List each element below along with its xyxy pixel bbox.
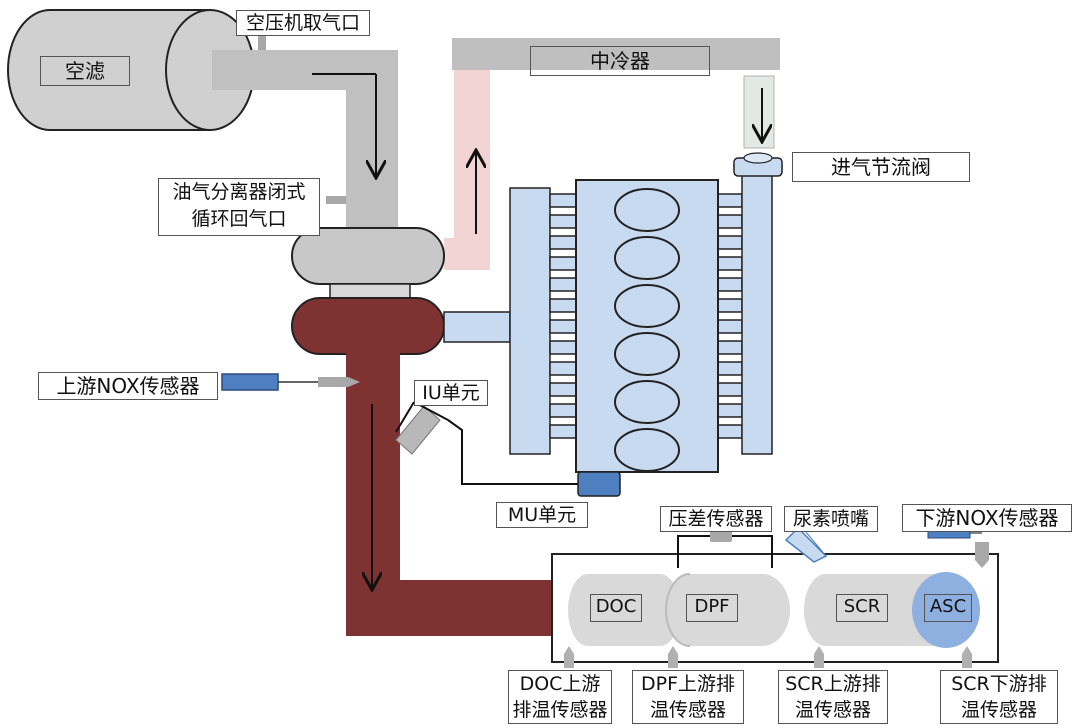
- doc-upstream-temp-probe: [564, 646, 574, 668]
- turbo-turbine: [291, 297, 445, 355]
- intake-manifold-port: [717, 424, 743, 439]
- exhaust-manifold-port: [549, 214, 577, 229]
- label-air-filter: 空滤: [40, 56, 130, 86]
- exhaust-manifold-port: [549, 340, 577, 355]
- intake-manifold-port: [717, 193, 743, 208]
- asc-brick: [912, 572, 980, 648]
- label-urea-nozzle: 尿素喷嘴: [784, 506, 878, 532]
- exhaust-manifold-port: [549, 424, 577, 439]
- exhaust-manifold-port: [549, 382, 577, 397]
- intake-manifold-port: [717, 235, 743, 250]
- engine-cylinder: [614, 188, 680, 232]
- compressor-tap-stub: [258, 34, 266, 50]
- label-dpf-upstream-temp: DPF上游排 温传感器: [632, 670, 744, 724]
- label-upstream-nox: 上游NOX传感器: [38, 372, 218, 400]
- exhaust-manifold-port: [549, 235, 577, 250]
- intake-manifold-port: [717, 214, 743, 229]
- label-scr-upstream-temp: SCR上游排 温传感器: [778, 670, 888, 724]
- engine-cylinder: [614, 236, 680, 280]
- label-throttle: 进气节流阀: [792, 152, 970, 182]
- label-doc-upstream-temp: DOC上游 排温传感器: [508, 670, 612, 724]
- urea-nozzle: [784, 526, 828, 563]
- label-scr: SCR: [836, 594, 888, 622]
- scr-brick: [804, 574, 950, 646]
- scr-upstream-temp-probe: [814, 646, 824, 668]
- dpf-upstream-temp-probe: [668, 646, 678, 668]
- exhaust-manifold-port: [549, 298, 577, 313]
- label-scr-downstream-temp-line1: SCR下游排: [951, 673, 1047, 695]
- label-dpf: DPF: [686, 594, 738, 622]
- cooled-air-pipe: [743, 75, 775, 149]
- label-dpf-upstream-temp-line2: 温传感器: [649, 699, 726, 721]
- exhaust-pipe: [346, 352, 552, 636]
- exhaust-manifold-port: [549, 319, 577, 334]
- intake-manifold-port: [717, 277, 743, 292]
- label-oil-separator-line1: 油气分离器闭式: [172, 181, 306, 203]
- label-oil-separator: 油气分离器闭式 循环回气口: [158, 178, 320, 236]
- engine-cylinder: [614, 284, 680, 328]
- label-scr-downstream-temp-line2: 温传感器: [960, 699, 1037, 721]
- intake-manifold-port: [717, 319, 743, 334]
- charge-air-pipe: [444, 70, 490, 270]
- label-asc: ASC: [924, 594, 972, 622]
- label-oil-separator-line2: 循环回气口: [191, 208, 287, 230]
- mu-unit-box: [577, 471, 621, 497]
- label-doc-upstream-temp-line2: 排温传感器: [512, 699, 608, 721]
- intake-manifold-port: [717, 382, 743, 397]
- dp-sensor: [677, 530, 773, 568]
- label-dp-sensor: 压差传感器: [660, 506, 772, 532]
- label-iu-unit: IU单元: [414, 380, 488, 406]
- temp-sensors: [564, 646, 972, 668]
- label-dpf-upstream-temp-line1: DPF上游排: [640, 673, 736, 695]
- intercooler: [452, 38, 780, 70]
- label-scr-downstream-temp: SCR下游排 温传感器: [940, 670, 1058, 724]
- label-downstream-nox: 下游NOX传感器: [902, 504, 1072, 532]
- label-mu-unit: MU单元: [496, 502, 588, 528]
- label-doc: DOC: [590, 594, 642, 622]
- engine-cylinder: [614, 380, 680, 424]
- label-scr-upstream-temp-line1: SCR上游排: [785, 673, 881, 695]
- label-doc-upstream-temp-line1: DOC上游: [519, 673, 601, 695]
- intake-manifold-port: [717, 256, 743, 271]
- scr-downstream-temp-probe: [962, 646, 972, 668]
- intake-manifold-port: [717, 403, 743, 418]
- exhaust-manifold-port: [549, 403, 577, 418]
- intake-manifold-port: [717, 340, 743, 355]
- exhaust-manifold-port: [549, 256, 577, 271]
- intake-pipe: [212, 34, 398, 238]
- intake-manifold-port: [717, 298, 743, 313]
- dpf-brick: [665, 573, 790, 647]
- air-filter: [7, 9, 255, 131]
- label-intercooler: 中冷器: [530, 46, 710, 76]
- engine-cylinder: [614, 428, 680, 472]
- label-compressor-tap: 空压机取气口: [236, 10, 370, 36]
- exhaust-manifold-port: [549, 361, 577, 376]
- intake-manifold-port: [717, 361, 743, 376]
- oil-separator-return-stub: [326, 196, 346, 204]
- exhaust-manifold-port: [549, 277, 577, 292]
- turbo-compressor: [291, 227, 445, 299]
- exhaust-manifold-port: [549, 193, 577, 208]
- engine-cylinder: [614, 332, 680, 376]
- engine: [443, 152, 783, 497]
- label-scr-upstream-temp-line2: 温传感器: [794, 699, 871, 721]
- upstream-nox-sensor: [221, 373, 360, 391]
- doc-brick: [568, 574, 680, 646]
